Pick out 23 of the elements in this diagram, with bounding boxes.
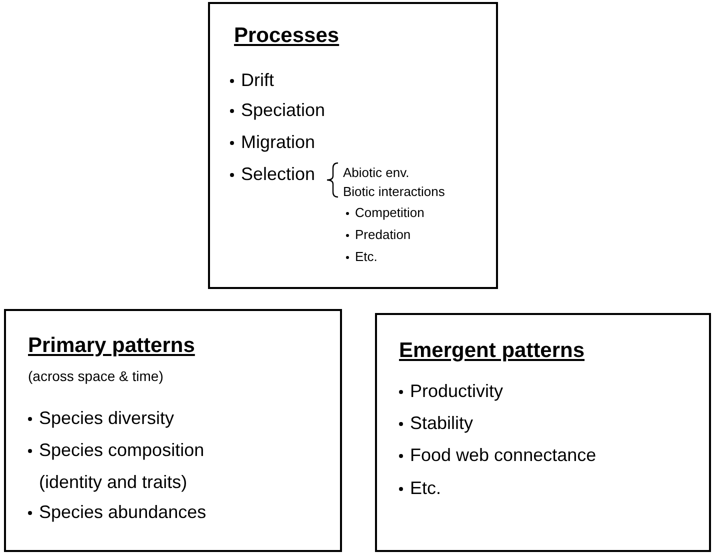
bullet-item: Stability [399,409,474,437]
text-box [375,313,711,552]
bullet-item: Etc. [399,474,442,502]
bullet-item: Migration [230,128,316,156]
sub-item: Biotic interactions [343,183,445,201]
heading: Processes [234,23,340,49]
note: (across space & time) [28,367,164,385]
bullet-item: Etc. [346,248,378,266]
sub-item: Abiotic env. [343,164,410,182]
text-box [208,2,498,289]
bullet-item: Predation [346,226,411,244]
bullet-item: Species composition (identity and traits) [28,434,243,498]
bullet-item: Productivity [399,377,504,405]
text-box [4,309,342,552]
bullet-item: Drift [230,66,274,94]
bullet-item: Speciation [230,96,326,124]
bullet-item: Species diversity [28,404,174,432]
bullet-item: Species abundances [28,498,206,526]
bullet-item: Selection [230,160,316,188]
heading: Primary patterns [28,333,195,359]
bullet-item: Competition [346,204,424,222]
bullet-item: Food web connectance [399,441,596,469]
heading: Emergent patterns [399,338,585,364]
